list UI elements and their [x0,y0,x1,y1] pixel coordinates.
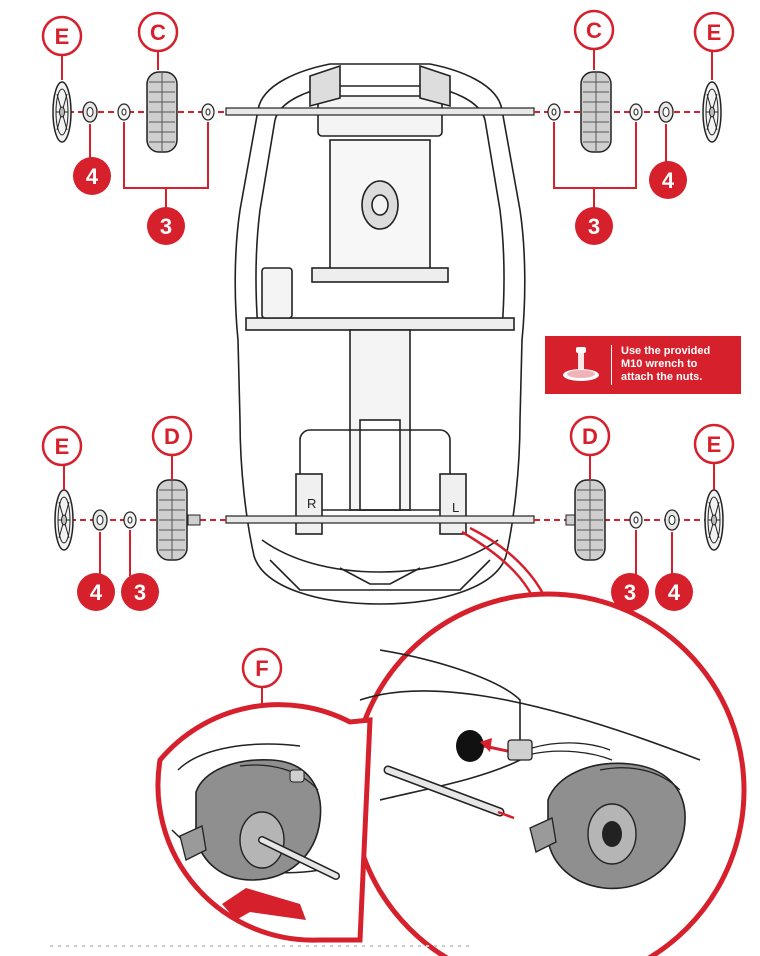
callout-D-rear-right: D [569,415,611,457]
svg-text:4: 4 [662,168,675,193]
nut-part [664,509,680,531]
washer-part [629,103,643,121]
callout-4-front-left: 4 [73,157,111,195]
right-mark: R [307,496,316,511]
front-right-wheel-assembly [534,50,722,208]
callout-E-rear-right: E [693,423,735,465]
svg-text:E: E [707,432,722,457]
hubcap-part [702,81,722,143]
svg-text:4: 4 [90,580,103,605]
callout-E-rear-left: E [41,425,83,467]
rear-axle [225,515,535,524]
detail-circle-gearbox-connection [349,591,747,956]
washer-part [547,103,561,121]
tire-part [156,479,188,561]
svg-text:3: 3 [160,214,172,239]
svg-text:E: E [707,20,722,45]
nut-part [658,101,674,123]
callout-3-rear-left: 3 [121,573,159,611]
svg-text:C: C [586,18,602,43]
nut-part [92,509,108,531]
callout-3-front-right: 3 [575,207,613,245]
push-arrow-icon [222,888,306,920]
washer-part [201,103,215,121]
callout-C-front-left: C [137,11,179,53]
tire-part [574,479,606,561]
wrench-icon [563,347,599,381]
hubcap-part [54,489,74,551]
callout-4-front-right: 4 [649,161,687,199]
note-text: Use the provided M10 wrench to attach th… [621,345,711,383]
callout-3-rear-right: 3 [611,573,649,611]
front-axle [225,107,535,116]
hubcap-part [52,81,72,143]
svg-text:C: C [150,20,166,45]
svg-text:4: 4 [668,580,681,605]
callout-3-front-left: 3 [147,207,185,245]
tire-part [146,71,178,153]
svg-text:F: F [255,656,268,681]
callout-D-rear-left: D [151,415,193,457]
svg-text:D: D [164,424,180,449]
svg-text:E: E [55,434,70,459]
wrench-note: Use the provided M10 wrench to attach th… [545,336,741,394]
callout-4-rear-right: 4 [655,573,693,611]
vehicle-body [234,63,526,605]
callout-C-front-right: C [573,9,615,51]
note-divider [611,345,612,385]
callout-E-front-left: E [41,15,83,57]
washer-part [123,511,137,529]
svg-text:3: 3 [624,580,636,605]
callout-F: F [241,647,283,689]
svg-text:4: 4 [86,164,99,189]
svg-text:3: 3 [588,214,600,239]
washer-part [117,103,131,121]
rear-left-wheel-assembly [54,454,226,576]
washer-part [629,511,643,529]
rear-right-wheel-assembly [534,454,724,576]
callout-4-rear-left: 4 [77,573,115,611]
left-mark: L [452,500,459,515]
detail-circle-gearbox-on-axle [155,702,373,943]
nut-part [82,101,98,123]
svg-text:E: E [55,24,70,49]
callout-E-front-right: E [693,11,735,53]
svg-text:3: 3 [134,580,146,605]
svg-text:D: D [582,424,598,449]
tire-part [580,71,612,153]
hubcap-part [704,489,724,551]
